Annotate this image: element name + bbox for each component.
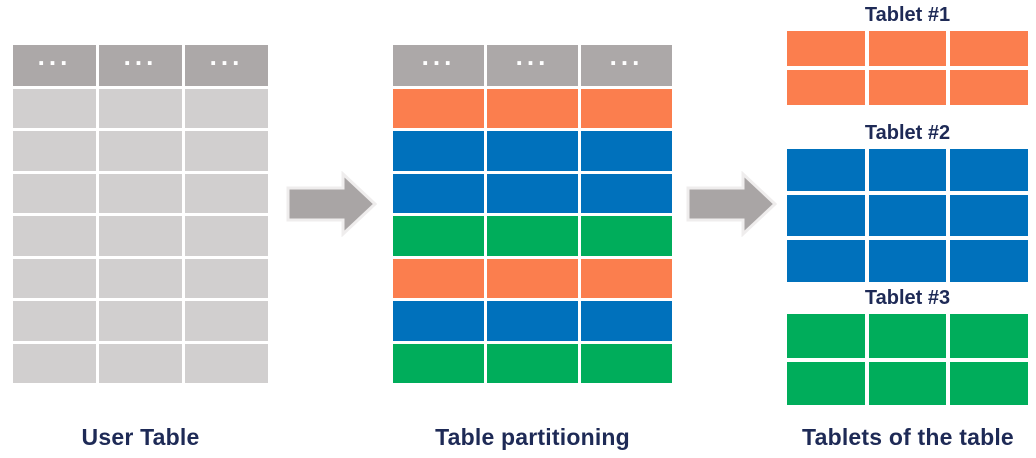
table-cell — [868, 31, 947, 66]
table-cell — [787, 240, 865, 282]
table-cell — [185, 131, 268, 171]
table-cell — [13, 131, 96, 171]
table-cell — [13, 173, 96, 214]
table-cell — [393, 89, 484, 129]
partitioned-table: ......... — [393, 40, 672, 383]
table-cell — [99, 343, 182, 383]
table-cell — [581, 343, 672, 383]
table-cell — [581, 173, 672, 214]
user-table: ......... — [13, 40, 268, 383]
header-cell: ... — [185, 40, 268, 86]
table-cell — [787, 70, 865, 105]
tablet-3-table — [787, 314, 1028, 405]
table-cell — [487, 301, 578, 341]
table-cell — [868, 240, 947, 282]
tablet-2-title: Tablet #2 — [864, 122, 951, 144]
table-partitioning-label: Table partitioning — [435, 424, 630, 450]
table-cell — [99, 301, 182, 341]
tablets-of-table-label: Tablets of the table — [802, 424, 1014, 450]
table-cell — [950, 149, 1028, 191]
ellipsis-label: ... — [609, 40, 644, 71]
table-cell — [99, 131, 182, 171]
table-cell — [787, 314, 865, 358]
table-cell — [950, 31, 1028, 66]
table-cell — [99, 89, 182, 129]
table-cell — [13, 216, 96, 256]
table-cell — [487, 131, 578, 171]
table-cell — [393, 343, 484, 383]
header-cell: ... — [581, 40, 672, 86]
tablet-1-table — [787, 31, 1028, 105]
tablet-1-title: Tablet #1 — [864, 4, 951, 26]
table-cell — [581, 131, 672, 171]
header-cell: ... — [487, 40, 578, 86]
table-cell — [487, 216, 578, 256]
tablet-3-title: Tablet #3 — [864, 287, 951, 309]
table-cell — [787, 361, 865, 405]
table-cell — [185, 173, 268, 214]
table-cell — [950, 194, 1028, 237]
table-cell — [393, 216, 484, 256]
table-cell — [13, 258, 96, 299]
table-cell — [185, 301, 268, 341]
table-cell — [185, 216, 268, 256]
table-cell — [185, 258, 268, 299]
table-cell — [487, 258, 578, 299]
ellipsis-label: ... — [37, 40, 72, 71]
table-cell — [99, 216, 182, 256]
table-cell — [487, 89, 578, 129]
header-cell: ... — [393, 40, 484, 86]
ellipsis-label: ... — [123, 40, 158, 71]
table-cell — [13, 343, 96, 383]
table-cell — [487, 173, 578, 214]
table-cell — [393, 173, 484, 214]
table-cell — [950, 240, 1028, 282]
table-cell — [950, 361, 1028, 405]
table-cell — [787, 149, 865, 191]
table-cell — [868, 361, 947, 405]
table-cell — [99, 258, 182, 299]
tablet-2-table — [787, 149, 1028, 282]
ellipsis-label: ... — [515, 40, 550, 71]
table-cell — [950, 70, 1028, 105]
table-cell — [581, 301, 672, 341]
table-cell — [393, 131, 484, 171]
table-cell — [868, 314, 947, 358]
table-cell — [868, 149, 947, 191]
table-cell — [581, 216, 672, 256]
header-cell: ... — [99, 40, 182, 86]
user-table-label: User Table — [81, 424, 200, 450]
ellipsis-label: ... — [421, 40, 456, 71]
table-cell — [787, 194, 865, 237]
table-cell — [393, 301, 484, 341]
table-cell — [868, 70, 947, 105]
table-cell — [787, 31, 865, 66]
arrow-right-icon — [686, 171, 778, 237]
table-cell — [13, 89, 96, 129]
table-cell — [99, 173, 182, 214]
table-cell — [13, 301, 96, 341]
table-cell — [393, 258, 484, 299]
table-cell — [581, 89, 672, 129]
table-cell — [185, 89, 268, 129]
table-cell — [487, 343, 578, 383]
arrow-right-icon — [286, 171, 378, 237]
table-cell — [950, 314, 1028, 358]
table-cell — [581, 258, 672, 299]
header-cell: ... — [13, 40, 96, 86]
table-cell — [185, 343, 268, 383]
ellipsis-label: ... — [209, 40, 244, 71]
table-cell — [868, 194, 947, 237]
